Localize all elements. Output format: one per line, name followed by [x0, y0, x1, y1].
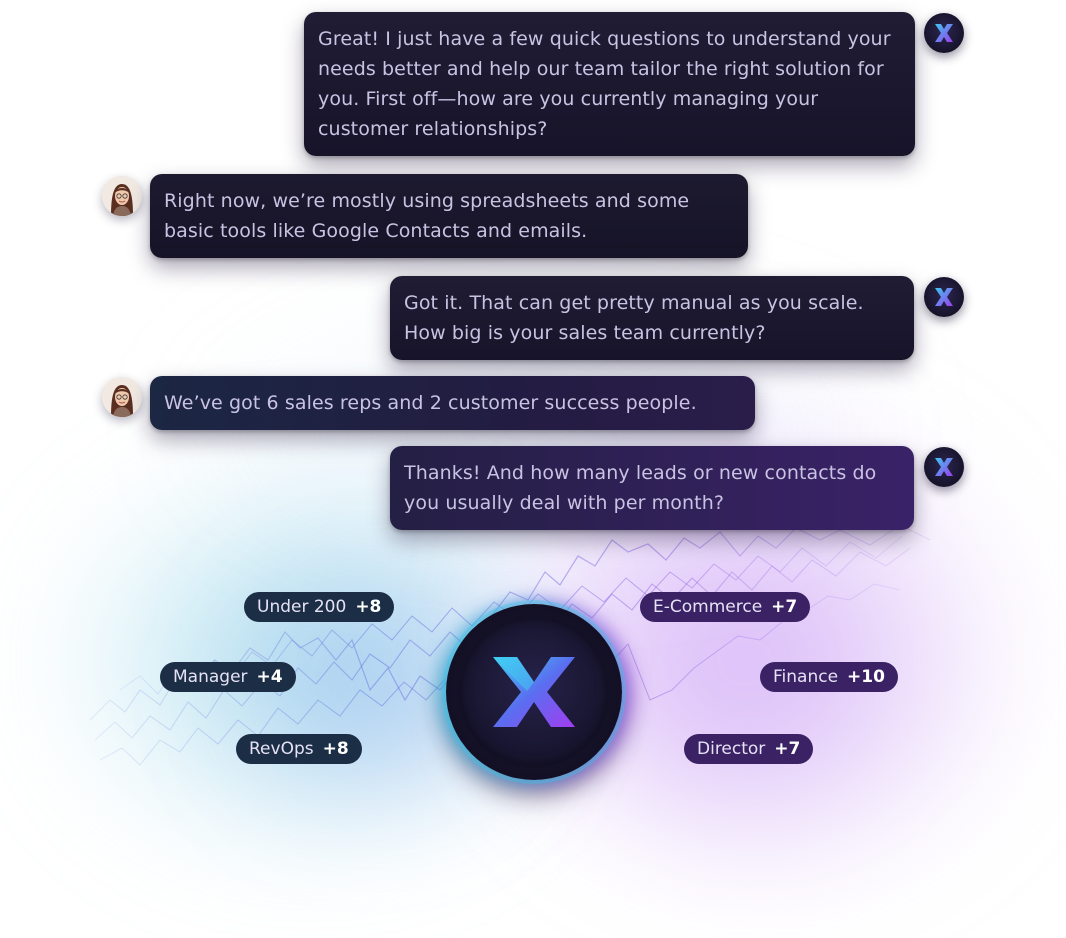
woman-avatar [102, 377, 142, 417]
message-text: Got it. That can get pretty manual as yo… [404, 292, 864, 344]
user-avatar [102, 377, 142, 417]
bot-avatar [924, 277, 964, 317]
bot-avatar [924, 13, 964, 53]
tag-pill-revops: RevOps +8 [236, 734, 362, 764]
x-logo-icon [935, 288, 953, 306]
message-text: Thanks! And how many leads or new contac… [404, 462, 877, 514]
center-logo [446, 604, 622, 780]
center-logo-inner [459, 617, 609, 767]
tag-label: Manager [173, 667, 248, 687]
tag-label: Director [697, 739, 766, 759]
tag-pill-finance: Finance +10 [760, 662, 898, 692]
chat-message-user: We’ve got 6 sales reps and 2 customer su… [150, 376, 755, 430]
tag-score: +7 [771, 597, 798, 617]
tag-pill-under-200: Under 200 +8 [244, 592, 395, 622]
tag-score: +4 [256, 667, 283, 687]
chat-message-user: Right now, we’re mostly using spreadshee… [150, 174, 748, 258]
tag-score: +8 [355, 597, 382, 617]
tag-score: +7 [774, 739, 801, 759]
tag-label: Under 200 [257, 597, 347, 617]
tag-score: +8 [322, 739, 349, 759]
tag-label: E-Commerce [653, 597, 763, 617]
message-text: We’ve got 6 sales reps and 2 customer su… [164, 392, 697, 414]
chat-message-bot: Got it. That can get pretty manual as yo… [390, 276, 914, 360]
bot-avatar [924, 447, 964, 487]
chat-message-bot: Great! I just have a few quick questions… [304, 12, 915, 156]
woman-avatar [102, 176, 142, 216]
message-text: Great! I just have a few quick questions… [318, 28, 891, 140]
tag-pill-e-commerce: E-Commerce +7 [640, 592, 811, 622]
tag-pill-director: Director +7 [684, 734, 814, 764]
x-logo-icon [935, 24, 953, 42]
tag-score: +10 [847, 667, 885, 687]
x-logo-icon [493, 657, 575, 727]
tag-label: Finance [773, 667, 839, 687]
chat-message-bot: Thanks! And how many leads or new contac… [390, 446, 914, 530]
message-text: Right now, we’re mostly using spreadshee… [164, 190, 690, 242]
tag-label: RevOps [249, 739, 314, 759]
user-avatar [102, 176, 142, 216]
tag-pill-manager: Manager +4 [160, 662, 296, 692]
x-logo-icon [935, 458, 953, 476]
